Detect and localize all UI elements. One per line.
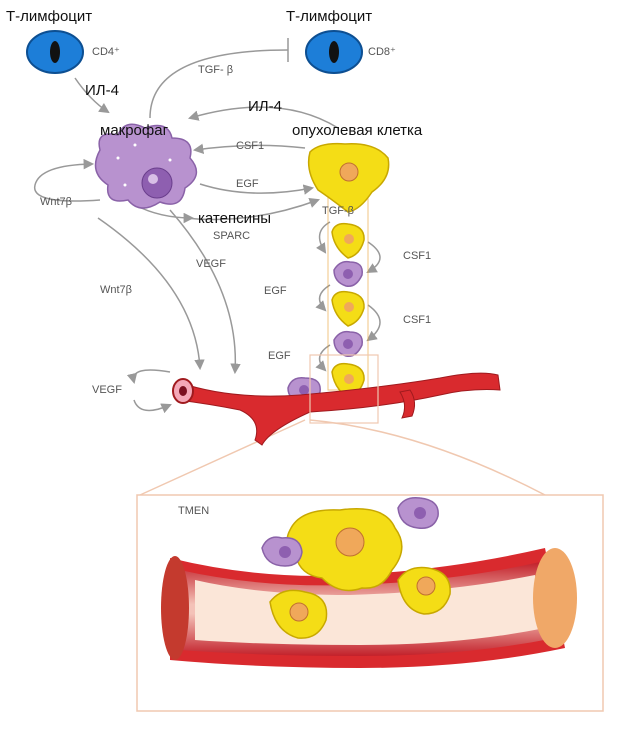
sparc-label: SPARC (213, 230, 250, 242)
csf1-top-label: CSF1 (236, 140, 264, 152)
il4-left-label: ИЛ-4 (85, 82, 119, 99)
egf-left1-label: EGF (264, 285, 287, 297)
tgf-top-label: TGF- β (198, 64, 233, 76)
macrophage-label: макрофаг (100, 122, 168, 139)
csf1-right1-label: CSF1 (403, 250, 431, 262)
t-cell-cd4-label: Т-лимфоцит (6, 8, 92, 25)
tgf-mid-label: TGF-β (322, 205, 354, 217)
egf-left2-label: EGF (268, 350, 291, 362)
cd8-label: CD8⁺ (368, 45, 396, 58)
tmen-inset (137, 495, 603, 711)
csf1-right2-label: CSF1 (403, 314, 431, 326)
vegf-mid-label: VEGF (196, 258, 226, 270)
wnt-left-label: Wnt7β (40, 196, 72, 208)
vegf-left-label: VEGF (92, 384, 122, 396)
t-cell-cd8-label: Т-лимфоцит (286, 8, 372, 25)
il4-right-label: ИЛ-4 (248, 98, 282, 115)
tumor-cell-column (288, 144, 389, 403)
cd4-label: CD4⁺ (92, 45, 120, 58)
wnt-mid-label: Wnt7β (100, 284, 132, 296)
signal-arrows (35, 38, 545, 528)
cathepsins-label: катепсины (198, 210, 271, 227)
tumor-cell-label: опухолевая клетка (292, 122, 422, 139)
t-cell-cd4 (27, 31, 83, 73)
tmen-label: TMEN (178, 505, 209, 517)
egf-top-label: EGF (236, 178, 259, 190)
t-cell-cd8 (306, 31, 362, 73)
